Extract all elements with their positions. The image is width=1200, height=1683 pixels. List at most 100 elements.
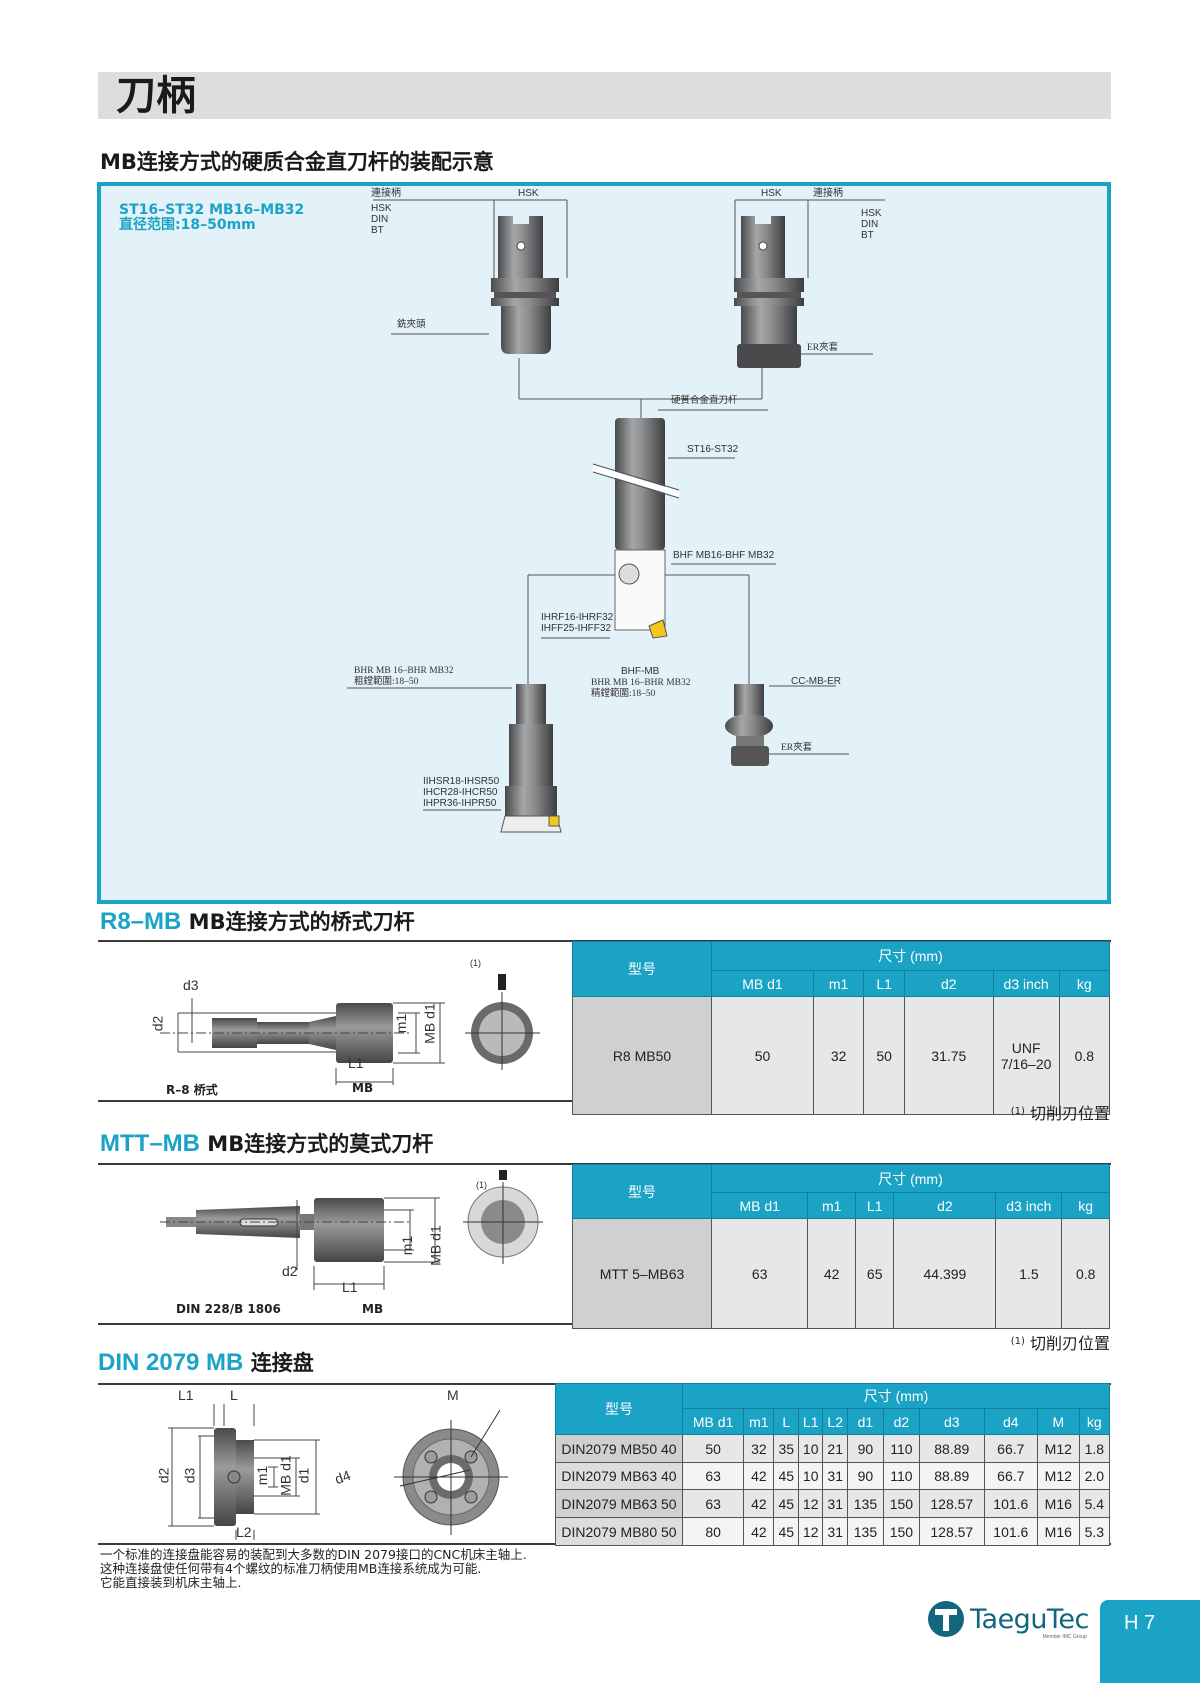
cell: 35 xyxy=(773,1434,799,1463)
rough-insert-line-1: IIHSR18-IHSR50 xyxy=(423,776,500,787)
din-row-model: DIN2079 MB63 50 xyxy=(555,1489,683,1518)
din-table: 型号 尺寸 (mm) MB d1 m1 L L1 L2 d1 d2 d3 d4 … xyxy=(555,1383,1111,1546)
r8-dim-mbd1: MB d1 xyxy=(421,1003,438,1044)
mtt-row-model: MTT 5–MB63 xyxy=(572,1218,712,1329)
hsk-er-holder xyxy=(734,216,804,368)
din-col-l2: L2 xyxy=(822,1408,848,1435)
cell: 12 xyxy=(797,1489,824,1518)
mtt-col-d2: d2 xyxy=(893,1192,997,1219)
cell: 2.0 xyxy=(1078,1462,1111,1490)
cell: 5.4 xyxy=(1078,1489,1111,1518)
mtt-caption-left: DIN 228/B 1806 xyxy=(176,1302,281,1316)
mtt-dim-l1: L1 xyxy=(342,1279,358,1295)
bhr-fine-line-1: BHR MB 16–BHR MB32 xyxy=(591,678,691,688)
din-model-header: 型号 xyxy=(555,1383,683,1435)
r8-title: MB连接方式的桥式刀杆 xyxy=(188,910,415,934)
din-row-model: DIN2079 MB63 40 xyxy=(555,1462,683,1490)
cell: M16 xyxy=(1036,1517,1080,1546)
din-dim-d3: d3 xyxy=(181,1467,198,1484)
cell: 65 xyxy=(854,1218,895,1329)
intro-line-1: ST16–ST32 MB16–MB32 xyxy=(119,202,305,218)
cell: 42 xyxy=(743,1517,775,1546)
r8-bottom-rule xyxy=(98,1100,574,1102)
cell: 50 xyxy=(681,1434,745,1463)
brand-subtitle: Member IMC Group xyxy=(1042,1634,1087,1640)
table-row: DIN2079 MB80 50 80 42 45 12 31 135 150 1… xyxy=(555,1517,1111,1546)
r8-dim-l1: L1 xyxy=(348,1055,364,1071)
din-col-d4: d4 xyxy=(983,1408,1038,1435)
bhr-rough-line-2: 粗鏜範圍:18–50 xyxy=(354,677,419,687)
taegutec-logo-icon xyxy=(928,1601,964,1637)
mtt-note-mark: (1) xyxy=(476,1180,487,1190)
cc-mb-er-adapter xyxy=(725,684,773,766)
cell: M12 xyxy=(1036,1462,1080,1490)
mtt-title: MB连接方式的莫式刀杆 xyxy=(207,1132,434,1156)
din-description: 一个标准的连接盘能容易的装配到大多数的DIN 2079接口的CNC机床主轴上. … xyxy=(100,1548,527,1590)
label-finish-inserts: IHRF16-IHRF32 IHFF25-IHFF32 xyxy=(541,612,613,634)
din-row-model: DIN2079 MB80 50 xyxy=(555,1517,683,1546)
cell: 45 xyxy=(773,1517,799,1546)
cell: 110 xyxy=(882,1434,920,1463)
type-hsk: HSK xyxy=(861,208,882,219)
type-din: DIN xyxy=(371,214,389,225)
mtt-section-title: MTT–MB MB连接方式的莫式刀杆 xyxy=(100,1131,433,1157)
type-bt: BT xyxy=(371,225,384,236)
din-title: 连接盘 xyxy=(250,1351,314,1375)
cell: 88.89 xyxy=(918,1462,985,1490)
din-code: DIN 2079 MB xyxy=(98,1349,244,1376)
cell: 1.8 xyxy=(1078,1434,1111,1463)
r8-col-l1: L1 xyxy=(863,970,905,997)
r8-col-d3: d3 inch xyxy=(992,970,1060,997)
din-col-d2: d2 xyxy=(882,1408,920,1435)
mtt-table: 型号 尺寸 (mm) MB d1 m1 L1 d2 d3 inch kg MTT… xyxy=(572,1164,1110,1329)
cell: 50 xyxy=(711,996,814,1115)
cell: 101.6 xyxy=(983,1489,1038,1518)
cell: 80 xyxy=(681,1517,745,1546)
r8-dim-d2: d2 xyxy=(149,1015,166,1032)
cell: 150 xyxy=(882,1517,920,1546)
cell: 110 xyxy=(882,1462,920,1490)
table-row: DIN2079 MB50 40 50 32 35 10 21 90 110 88… xyxy=(555,1434,1111,1463)
din-dim-m1: m1 xyxy=(254,1465,271,1486)
type-hsk: HSK xyxy=(371,203,392,214)
din-dim-d2: d2 xyxy=(155,1467,172,1484)
r8-caption-right: MB xyxy=(352,1081,374,1095)
type-din: DIN xyxy=(861,219,879,230)
cell: 135 xyxy=(846,1489,884,1518)
r8-dim-m1: m1 xyxy=(393,1013,410,1034)
type-bt: BT xyxy=(861,230,874,241)
din-dim-l2: L2 xyxy=(236,1524,252,1540)
assembly-title: MB连接方式的硬质合金直刀杆的装配示意 xyxy=(100,150,494,174)
r8-col-mbd1: MB d1 xyxy=(711,970,814,997)
label-bhf-mb: BHF-MB xyxy=(621,666,660,677)
table-row: DIN2079 MB63 50 63 42 45 12 31 135 150 1… xyxy=(555,1489,1111,1518)
cell: 88.89 xyxy=(918,1434,985,1463)
din-col-kg: kg xyxy=(1078,1408,1111,1435)
r8-dim-d3: d3 xyxy=(183,977,199,993)
cell: 0.8 xyxy=(1061,1218,1110,1329)
cell: 1.5 xyxy=(995,1218,1063,1329)
r8-section-title: R8–MB MB连接方式的桥式刀杆 xyxy=(100,909,415,935)
bhr-rough-line-1: BHR MB 16–BHR MB32 xyxy=(354,666,454,676)
cell: 5.3 xyxy=(1078,1517,1111,1546)
cell: 66.7 xyxy=(983,1462,1038,1490)
cell: M12 xyxy=(1036,1434,1080,1463)
cell: 32 xyxy=(743,1434,775,1463)
cell: 63 xyxy=(681,1462,745,1490)
description-line: 它能直接装到机床主轴上. xyxy=(100,1575,242,1590)
label-er-collet-bottom: ER夾套 xyxy=(781,743,813,753)
cell: 44.399 xyxy=(893,1218,997,1329)
taegutec-logo: TaeguTec Member IMC Group xyxy=(928,1601,1089,1640)
cell: 128.57 xyxy=(918,1489,985,1518)
label-er-collet-top: ER夾套 xyxy=(807,343,839,353)
label-shank-right: 連接柄 xyxy=(813,188,843,199)
mtt-col-d3: d3 inch xyxy=(995,1192,1063,1219)
r8-note-mark: (1) xyxy=(470,958,481,968)
r8-code: R8–MB xyxy=(100,908,182,935)
table-row: R8 MB50 50 32 50 31.75 UNF 7/16–20 0.8 xyxy=(572,996,1111,1115)
mtt-bottom-rule xyxy=(98,1323,574,1325)
label-carbide-bar: 硬質合金直刀杆 xyxy=(671,396,738,406)
din-dim-m: M xyxy=(447,1387,459,1403)
cell: 63 xyxy=(710,1218,809,1329)
cell: 0.8 xyxy=(1058,996,1111,1115)
